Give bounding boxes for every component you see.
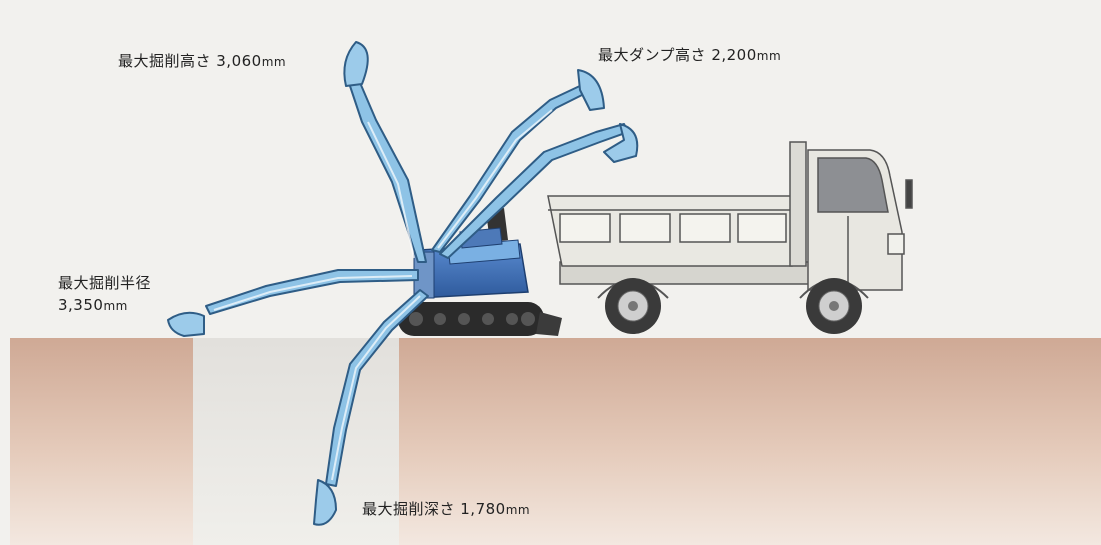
dump-truck (547, 141, 913, 299)
truck-wheels (605, 278, 862, 334)
max-dump-height-label: 最大ダンプ高さ 2,200mm (598, 44, 781, 65)
arm-highlights (213, 109, 553, 481)
max-digging-radius-value: 3,350 (58, 296, 104, 314)
max-digging-depth-label: 最大掘削深さ 1,780mm (362, 498, 530, 519)
max-dump-height-text: 最大ダンプ高さ 2,200 (598, 46, 757, 64)
ground (10, 338, 1101, 545)
max-digging-height-text: 最大掘削高さ 3,060 (118, 52, 262, 70)
excavator (398, 208, 562, 336)
max-digging-height-unit: mm (261, 55, 287, 69)
max-digging-radius-unit: mm (103, 299, 128, 313)
max-digging-height-label: 最大掘削高さ 3,060mm (118, 50, 286, 71)
arm-max-radius (167, 269, 419, 337)
crawler-track (398, 302, 562, 336)
arm-max-depth (313, 289, 429, 526)
max-digging-radius-value-line: 3,350mm (58, 294, 151, 317)
excavator-arms (167, 41, 639, 526)
max-digging-depth-text: 最大掘削深さ 1,780 (362, 500, 506, 518)
max-digging-depth-unit: mm (505, 503, 531, 517)
max-dump-height-unit: mm (756, 49, 782, 63)
max-digging-radius-label: 最大掘削半径 3,350mm (58, 272, 151, 317)
arm-max-dump (431, 69, 639, 259)
arm-max-height (343, 41, 427, 263)
max-digging-radius-title: 最大掘削半径 (58, 274, 152, 292)
excavation-pit (193, 338, 399, 545)
